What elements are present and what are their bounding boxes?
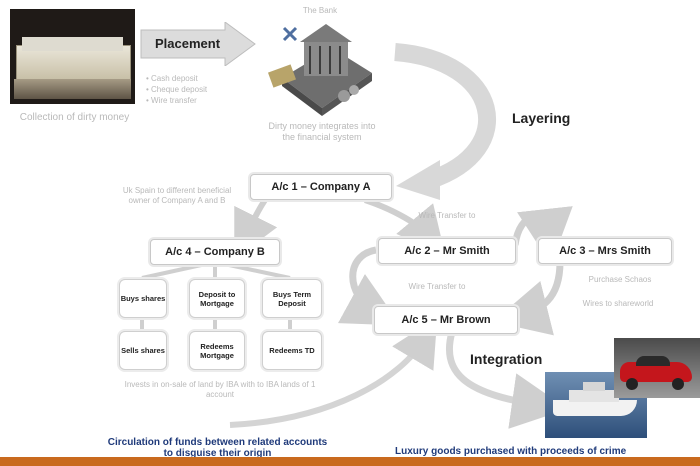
note-wire-1: Wire Transfer to <box>418 211 476 220</box>
action-sells-shares: Sells shares <box>119 331 167 370</box>
placement-label: Placement <box>155 36 221 51</box>
note-uk-spain: Uk Spain to different beneficial owner o… <box>122 186 232 205</box>
account-a4: A/c 4 – Company B <box>150 239 280 265</box>
note-wire-2: Wire Transfer to <box>408 282 466 291</box>
account-a2: A/c 2 – Mr Smith <box>378 238 516 264</box>
account-a3: A/c 3 – Mrs Smith <box>538 238 672 264</box>
cash-image <box>10 9 135 104</box>
action-redeems-td: Redeems TD <box>262 331 322 370</box>
account-a1: A/c 1 – Company A <box>250 174 392 200</box>
cash-caption: Collection of dirty money <box>19 112 130 123</box>
layering-label: Layering <box>512 110 571 126</box>
placement-arrow <box>140 22 256 66</box>
placement-bullets: Cash deposit Cheque deposit Wire transfe… <box>146 73 207 106</box>
layering-curve-arrow <box>394 43 496 189</box>
action-buys-term-deposit: Buys Term Deposit <box>262 279 322 318</box>
bank-caption: Dirty money integrates into the financia… <box>268 121 376 142</box>
note-purchase-2: Wires to shareworld <box>582 299 654 308</box>
note-invest: Invests in on-sale of land by IBA with t… <box>124 380 316 399</box>
bottom-bar <box>0 457 700 466</box>
bank-icon <box>267 24 372 116</box>
integration-label: Integration <box>470 351 543 367</box>
circulation-caption: Circulation of funds between related acc… <box>107 437 328 459</box>
action-buys-shares: Buys shares <box>119 279 167 318</box>
action-deposit-mortgage: Deposit to Mortgage <box>189 279 245 318</box>
note-purchase-1: Purchase Schaos <box>588 275 652 284</box>
car-image <box>614 338 700 398</box>
action-redeems-mortgage: Redeems Mortgage <box>189 331 245 370</box>
bullet-wire-transfer: Wire transfer <box>146 95 207 106</box>
account-a5: A/c 5 – Mr Brown <box>374 306 518 334</box>
bank-label: The Bank <box>302 6 338 15</box>
luxury-caption: Luxury goods purchased with proceeds of … <box>395 446 627 457</box>
bullet-cheque-deposit: Cheque deposit <box>146 84 207 95</box>
bullet-cash-deposit: Cash deposit <box>146 73 207 84</box>
